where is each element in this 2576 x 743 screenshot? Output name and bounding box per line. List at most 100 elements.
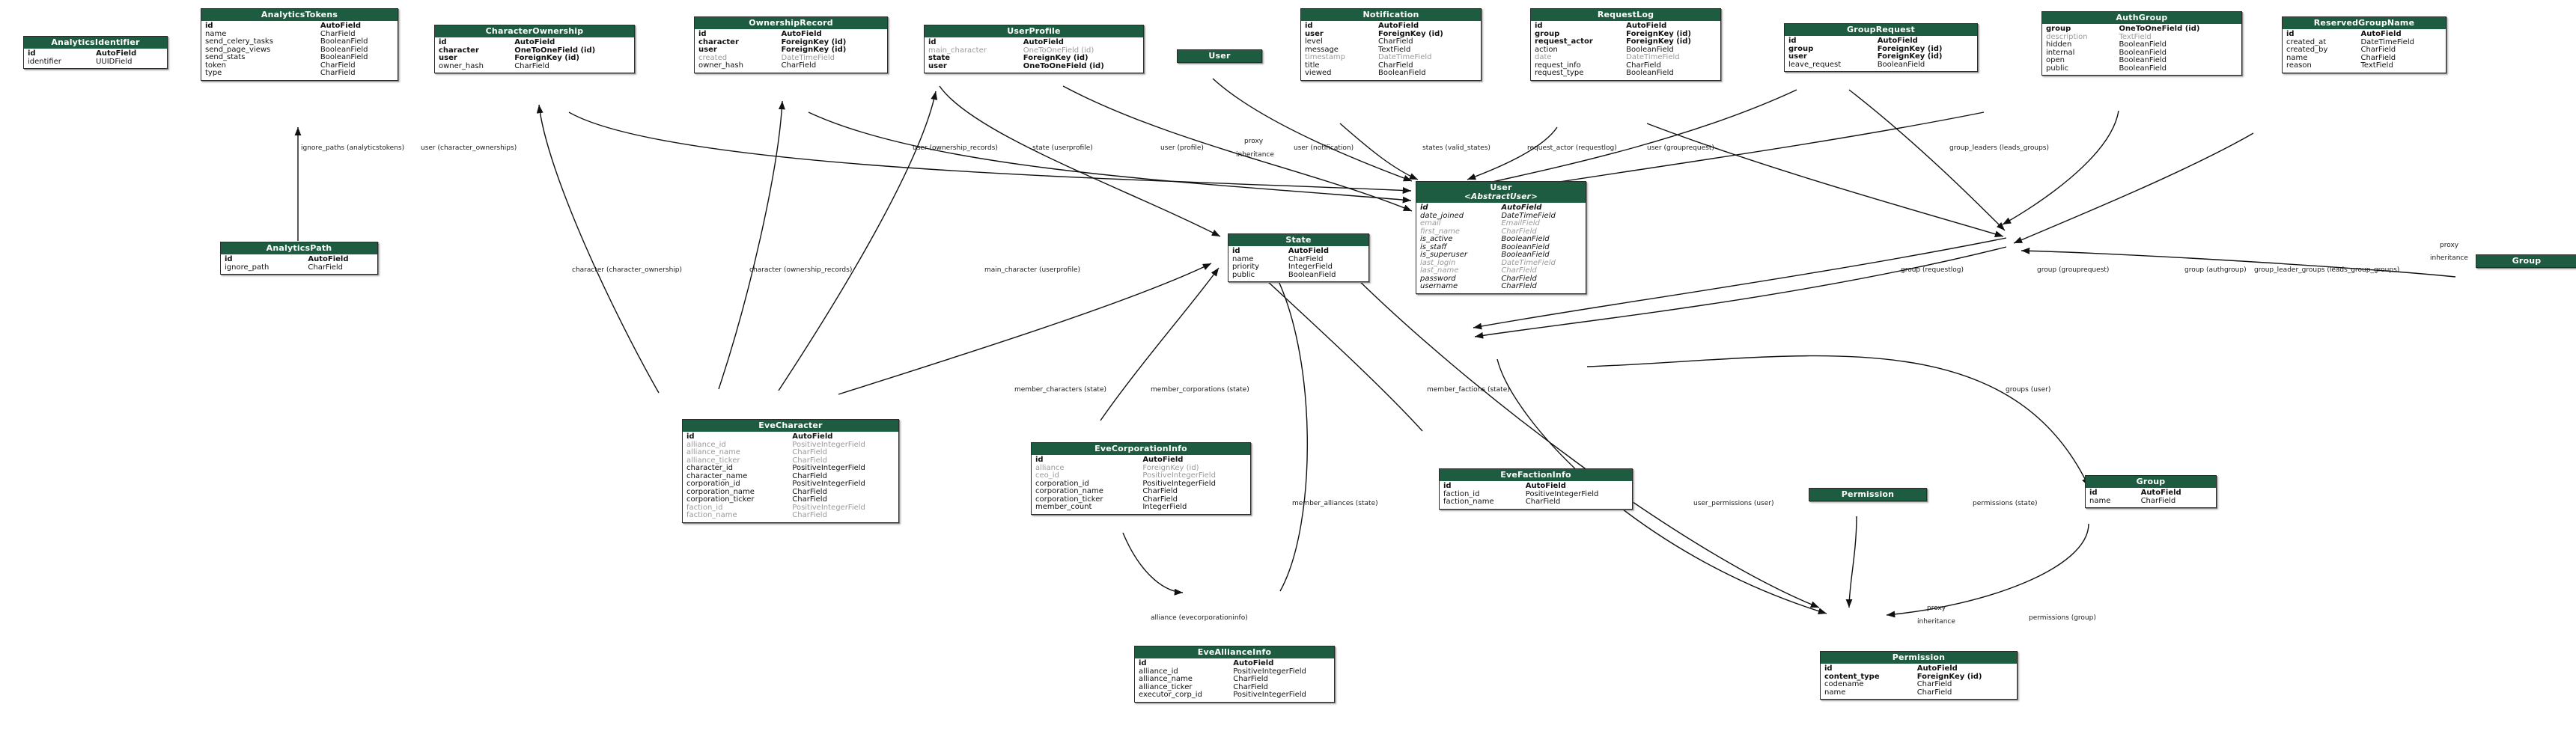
entity-title: EveCharacter <box>683 420 898 432</box>
field-type: ForeignKey (id) <box>1877 44 1943 53</box>
field-name: id <box>1788 37 1797 45</box>
entity-user_small[interactable]: User <box>1177 49 1262 63</box>
edge-label: group (grouprequest) <box>2037 266 2110 274</box>
field-name: priority <box>1232 263 1260 271</box>
field-name: owner_hash <box>698 61 743 70</box>
field-type: ForeignKey (id) <box>1023 54 1088 62</box>
edge-label: ignore_paths (analyticstokens) <box>301 144 405 152</box>
field-type: DateTimeField <box>1626 53 1680 61</box>
edge-label: user_permissions (user) <box>1693 500 1774 507</box>
field-type: AutoField <box>320 22 362 30</box>
field-type: CharField <box>1233 682 1268 691</box>
field-name: created <box>698 53 728 62</box>
field-name: identifier <box>28 57 61 66</box>
field-name: id <box>1443 482 1452 490</box>
field-name: user <box>698 46 717 54</box>
edge-label: permissions (group) <box>2029 614 2096 622</box>
field-row: priority IntegerField <box>1232 263 1365 272</box>
field-type: CharField <box>1626 61 1661 70</box>
field-type: BooleanField <box>2119 56 2167 64</box>
field-name: last_login <box>1420 258 1456 267</box>
field-name: last_name <box>1420 266 1459 275</box>
field-type: AutoField <box>792 432 833 441</box>
edge-label: user (profile) <box>1160 144 1204 152</box>
field-name: request_type <box>1535 69 1584 77</box>
field-name: user <box>1305 29 1324 38</box>
field-type: CharField <box>2360 46 2396 54</box>
field-name: id <box>1305 22 1313 30</box>
field-type: CharField <box>320 69 356 77</box>
field-type: ForeignKey (id) <box>1626 29 1691 38</box>
edge-label: group (authgroup) <box>2184 266 2247 274</box>
field-type: CharField <box>1233 675 1268 683</box>
entity-group_far[interactable]: Group <box>2476 254 2576 268</box>
field-type: IntegerField <box>1288 263 1333 271</box>
edge-label: user (notification) <box>1294 144 1354 152</box>
field-row: corporation_id PositiveIntegerField <box>686 480 895 489</box>
edge-label: permissions (state) <box>1973 500 2038 507</box>
field-name: alliance_ticker <box>1139 682 1193 691</box>
field-type: AutoField <box>1023 38 1064 46</box>
field-name: corporation_id <box>686 480 740 488</box>
field-type: PositiveIntegerField <box>792 480 865 488</box>
field-name: alliance <box>1035 463 1065 472</box>
field-name: user <box>1788 52 1807 61</box>
field-row: date DateTimeField <box>1535 53 1717 62</box>
field-type: CharField <box>320 61 356 70</box>
field-type: CharField <box>2140 496 2176 505</box>
field-type: DateTimeField <box>1378 53 1432 61</box>
field-name: is_active <box>1420 235 1453 243</box>
field-type: TextField <box>2119 32 2152 41</box>
field-type: AutoField <box>1626 22 1667 30</box>
field-name: date <box>1535 53 1552 61</box>
field-type: AutoField <box>2360 30 2402 38</box>
field-name: id <box>1139 659 1147 667</box>
entity-title: RequestLog <box>1531 9 1720 21</box>
edge-label: character (ownership_records) <box>749 266 853 274</box>
field-type: CharField <box>1501 227 1537 236</box>
field-type: BooleanField <box>1501 251 1550 259</box>
entity-permission_mid[interactable]: Permission <box>1809 488 1927 501</box>
field-name: send_stats <box>205 53 246 61</box>
field-name: first_name <box>1420 227 1461 236</box>
field-type: PositiveIntegerField <box>1233 691 1306 699</box>
